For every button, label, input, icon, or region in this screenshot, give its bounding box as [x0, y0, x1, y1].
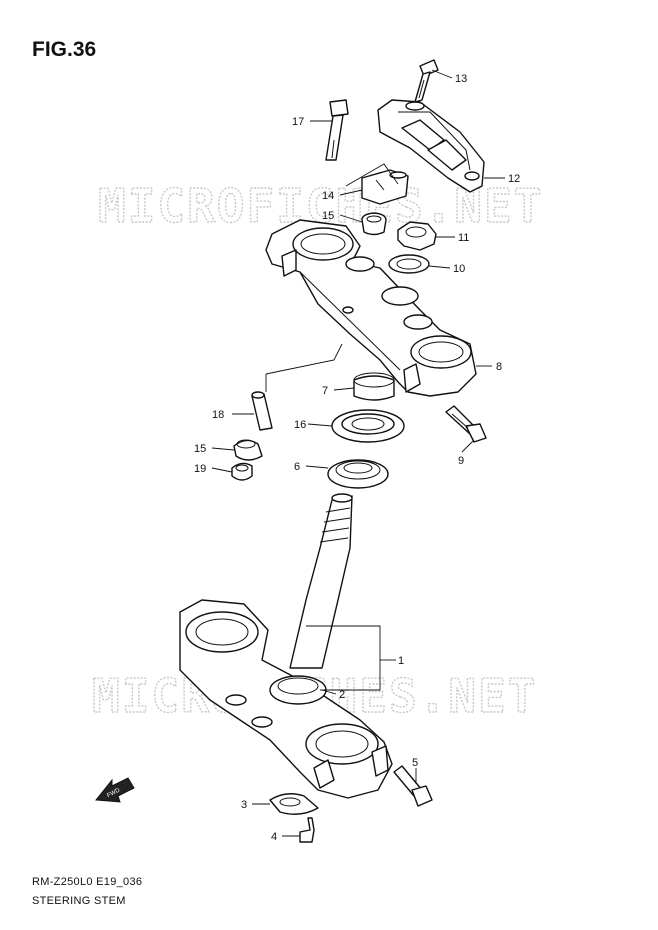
callout-3: 3 — [241, 799, 247, 811]
callout-2: 2 — [339, 689, 345, 701]
part-2-bearing — [269, 675, 327, 705]
callout-9: 9 — [458, 455, 464, 467]
callout-7: 7 — [322, 385, 328, 397]
part-7-stem-nut — [353, 372, 395, 401]
callout-6: 6 — [294, 461, 300, 473]
callout-labels: 13 17 12 14 15 11 10 8 7 18 16 15 19 6 9… — [194, 73, 520, 843]
part-3-cable-clamp — [269, 793, 319, 815]
part-5-bolt — [393, 765, 433, 807]
part-15-cushion-lower — [233, 439, 263, 461]
callout-12: 12 — [508, 173, 520, 185]
callout-15-upper: 15 — [322, 210, 334, 222]
part-12-handlebar-holder — [377, 99, 485, 193]
part-17-bolt — [325, 99, 349, 161]
callout-19: 19 — [194, 463, 206, 475]
diagram-code: RM-Z250L0 E19_036 — [32, 876, 143, 888]
part-14-holder-clamp — [361, 169, 409, 205]
part-8-upper-bracket — [265, 219, 477, 397]
callout-16: 16 — [294, 419, 306, 431]
part-15-cushion-upper — [361, 212, 387, 236]
callout-leaders — [211, 69, 505, 837]
callout-10: 10 — [453, 263, 465, 275]
callout-8: 8 — [496, 361, 502, 373]
figure-title: FIG.36 — [32, 38, 97, 61]
callout-11: 11 — [458, 232, 469, 244]
forward-direction-arrow: FWD — [95, 777, 135, 803]
part-9-bolt — [445, 405, 487, 443]
callout-18: 18 — [212, 409, 224, 421]
part-6-bearing — [327, 459, 389, 489]
callout-17: 17 — [292, 116, 304, 128]
part-4-screw — [299, 817, 315, 843]
callout-1: 1 — [398, 655, 404, 667]
part-1-steering-stem — [179, 493, 393, 799]
part-19-washer — [231, 462, 253, 481]
callout-4: 4 — [271, 831, 277, 843]
callout-14: 14 — [322, 190, 334, 202]
callout-5: 5 — [412, 757, 418, 769]
part-11-stem-nut — [397, 221, 437, 251]
diagram-caption: STEERING STEM — [32, 895, 126, 907]
assembly-guide-lines — [265, 163, 399, 691]
part-16-dust-seal — [331, 409, 405, 443]
part-18-spacer — [251, 391, 273, 431]
part-13-bolt — [414, 59, 439, 103]
callout-13: 13 — [455, 73, 467, 85]
part-10-washer — [388, 254, 430, 274]
callout-15-lower: 15 — [194, 443, 206, 455]
